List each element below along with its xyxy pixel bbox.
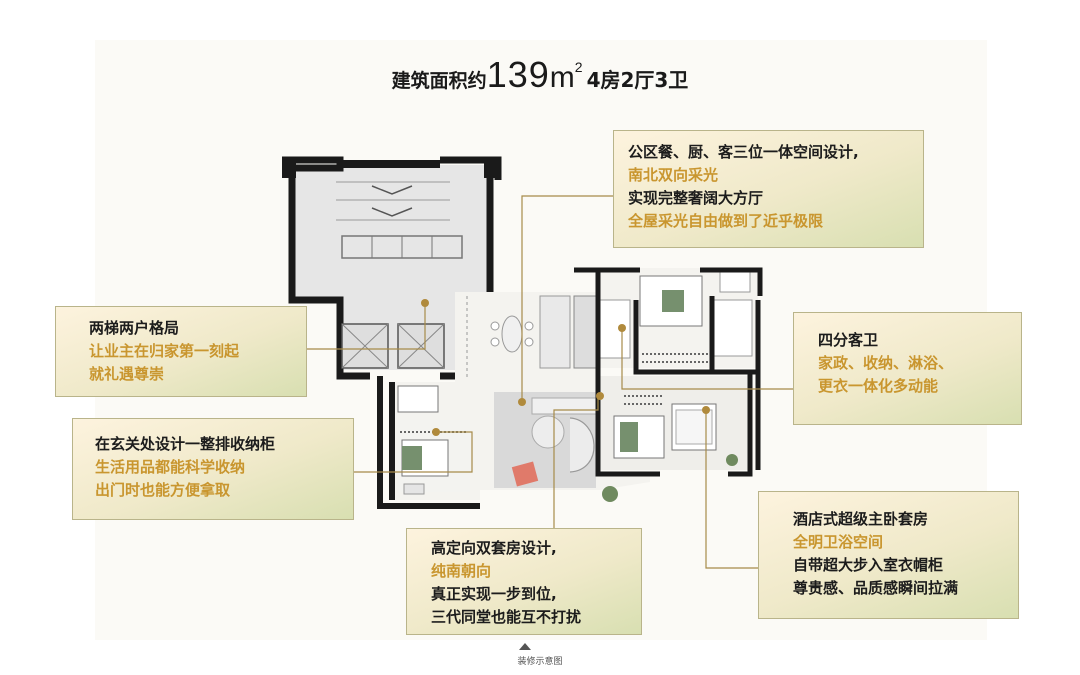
footer-caption: 装修示意图 (517, 657, 563, 667)
callout-entrance: 在玄关处设计一整排收纳柜 生活用品都能科学收纳 出门时也能方便拿取 (72, 418, 354, 520)
callout-public-space: 公区餐、厨、客三位一体空间设计, 南北双向采光 实现完整奢阔大方厅 全屋采光自由… (613, 130, 924, 248)
area-unit-sup: 2 (574, 59, 583, 75)
callout-line: 更衣一体化多动能 (818, 377, 939, 395)
callout-line: 家政、收纳、淋浴、 (818, 354, 954, 372)
callout-line: 公区餐、厨、客三位一体空间设计, (628, 143, 859, 161)
callout-line: 高定向双套房设计, (431, 539, 557, 557)
armchair (511, 461, 539, 487)
callout-line: 生活用品都能科学收纳 (95, 458, 246, 476)
callout-bathroom: 四分客卫 家政、收纳、淋浴、 更衣一体化多动能 (793, 312, 1022, 425)
callout-line: 全屋采光自由做到了近乎极限 (628, 212, 824, 230)
callout-line: 真正实现一步到位, (431, 585, 557, 603)
callout-line: 酒店式超级主卧套房 (793, 510, 929, 528)
callout-line: 自带超大步入室衣帽柜 (793, 556, 944, 574)
callout-line: 实现完整奢阔大方厅 (628, 189, 764, 207)
area-unit: m2 (549, 59, 583, 94)
area-unit-letter: m (549, 61, 575, 94)
page-title: 建筑面积约139m24房2厅3卫 (0, 54, 1080, 96)
title-prefix: 建筑面积约 (391, 70, 487, 92)
callout-line: 就礼遇尊崇 (89, 365, 165, 383)
callout-line: 全明卫浴空间 (793, 533, 884, 551)
callout-line: 南北双向采光 (628, 166, 719, 184)
callout-master: 酒店式超级主卧套房 全明卫浴空间 自带超大步入室衣帽柜 尊贵感、品质感瞬间拉满 (758, 491, 1019, 619)
callout-line: 在玄关处设计一整排收纳柜 (95, 435, 276, 453)
callout-line: 两梯两户格局 (89, 319, 180, 337)
up-arrow-icon (519, 643, 531, 650)
top-right-bedroom (574, 267, 763, 470)
callout-line: 纯南朝向 (431, 562, 492, 580)
callout-line: 让业主在归家第一刻起 (89, 342, 240, 360)
elevator-hall (282, 156, 502, 380)
plant-icon (726, 454, 738, 466)
leader-dots (421, 299, 710, 436)
plant-icon (602, 486, 618, 502)
callout-line: 出门时也能方便拿取 (95, 481, 231, 499)
callout-line: 三代同堂也能互不打扰 (431, 608, 582, 626)
room-layout: 4房2厅3卫 (586, 68, 689, 92)
callout-line: 四分客卫 (818, 331, 879, 349)
leader-lines (306, 195, 793, 569)
callout-elevator: 两梯两户格局 让业主在归家第一刻起 就礼遇尊崇 (55, 306, 307, 397)
callout-suite: 高定向双套房设计, 纯南朝向 真正实现一步到位, 三代同堂也能互不打扰 (406, 528, 642, 635)
area-number: 139 (486, 54, 550, 95)
callout-line: 尊贵感、品质感瞬间拉满 (793, 579, 959, 597)
